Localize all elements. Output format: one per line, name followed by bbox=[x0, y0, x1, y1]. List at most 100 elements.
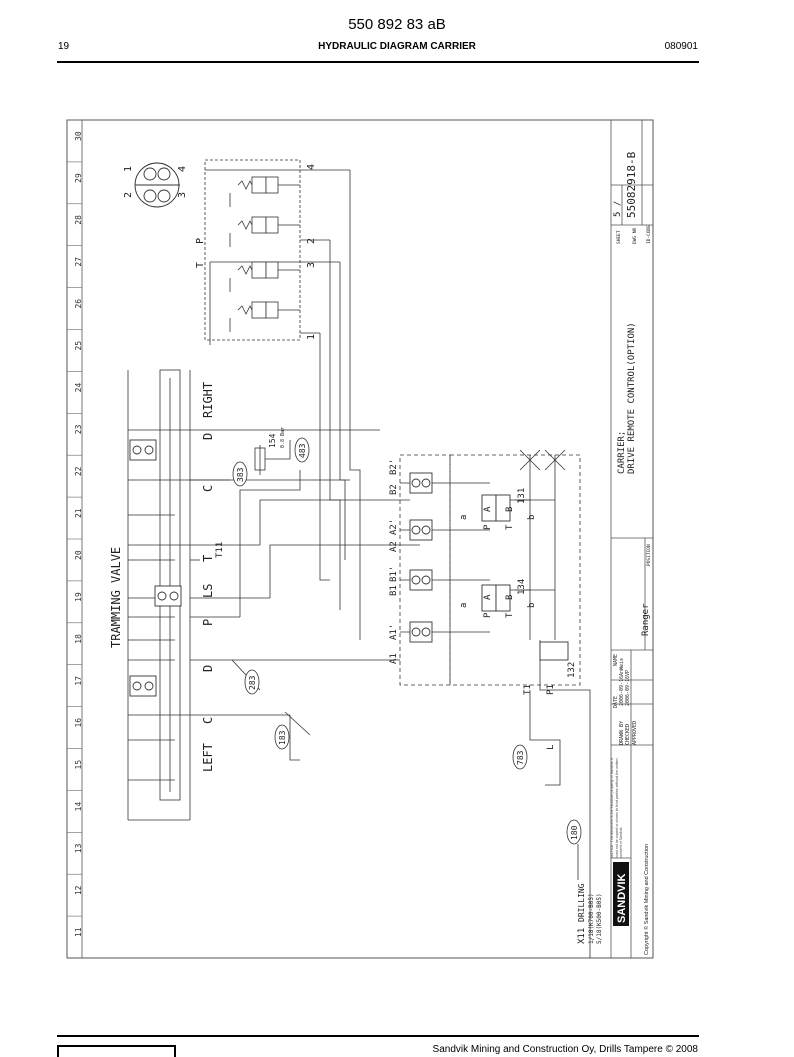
x11-ref-2: 5/18(K500-B05) bbox=[596, 893, 603, 944]
port-a1p: A1' bbox=[389, 624, 399, 640]
balloon-383: 383 bbox=[236, 467, 245, 482]
directional-valves bbox=[481, 494, 569, 661]
grid-number: 22 bbox=[74, 466, 83, 476]
right-label: RIGHT bbox=[201, 382, 215, 418]
copyright-vertical: Copyright © Sandvik Mining and Construct… bbox=[643, 844, 650, 955]
grid-number: 27 bbox=[74, 257, 83, 267]
grid-number: 21 bbox=[74, 508, 83, 518]
hose-balloons bbox=[232, 437, 582, 845]
port-b1p: B1' bbox=[389, 566, 399, 582]
grid-number: 13 bbox=[74, 843, 83, 853]
col-date: DATE bbox=[613, 696, 619, 708]
valve-154-note: 0.8 Bar bbox=[280, 427, 286, 448]
grid-number: 18 bbox=[74, 634, 83, 644]
sol-a-134: a bbox=[459, 603, 469, 608]
joy-port-2: 2 bbox=[123, 192, 134, 198]
port-b2p: B2' bbox=[389, 459, 399, 475]
model-name: Ranger bbox=[641, 603, 651, 636]
approved-label: APPROVED bbox=[632, 721, 638, 745]
joy-port-1: 1 bbox=[123, 166, 134, 172]
port-t11: T11 bbox=[215, 542, 225, 558]
control-block bbox=[399, 449, 591, 958]
balloon-483: 483 bbox=[298, 443, 307, 458]
port-t: T bbox=[201, 555, 215, 562]
x11-ref-1: 1/18(K700-B05) bbox=[588, 893, 595, 944]
pilot-valve bbox=[229, 176, 300, 207]
port-d-left: D bbox=[201, 665, 215, 672]
dwg-label: DWG NR bbox=[632, 227, 638, 244]
line-check-valves bbox=[409, 472, 433, 643]
checked-name: VP bbox=[625, 670, 631, 676]
sheet-label: SHEET bbox=[616, 230, 622, 244]
notice-text: NOTICE: This document is the exclusive p… bbox=[610, 757, 624, 858]
pilot-port-4: 4 bbox=[306, 164, 317, 170]
dwg-number: 55082918-B bbox=[625, 151, 638, 218]
port-b1: B1 bbox=[389, 585, 399, 596]
grid-number: 28 bbox=[74, 215, 83, 225]
position-label: POSITION bbox=[646, 544, 652, 566]
footer-logo-outline bbox=[57, 1045, 176, 1057]
pilot-valve bbox=[229, 216, 300, 247]
sol-A-131: A bbox=[483, 506, 493, 512]
drilling-label: DRILLING bbox=[577, 883, 586, 922]
pilot-port-t: T bbox=[195, 262, 206, 268]
port-c-left: C bbox=[201, 717, 215, 724]
checked-label: CHECKED bbox=[625, 724, 631, 745]
drawing-description: DRIVE REMOTE CONTROL(OPTION) bbox=[627, 322, 637, 474]
tramming-check-valves bbox=[129, 439, 182, 697]
valve-134: 134 bbox=[517, 579, 527, 595]
grid-number: 17 bbox=[74, 676, 83, 686]
grid-number: 14 bbox=[74, 802, 83, 812]
port-a1: A1 bbox=[389, 653, 399, 664]
sol-P-134: P bbox=[483, 612, 493, 618]
balloon-283: 283 bbox=[248, 675, 257, 690]
notice-box: NOTICE: This document is the exclusive p… bbox=[610, 757, 624, 858]
sol-b-134: b bbox=[527, 603, 537, 608]
sheet-value: 5 / bbox=[613, 201, 623, 217]
sandvik-logo: SANDVIK bbox=[613, 862, 629, 926]
pilot-lines bbox=[319, 170, 361, 640]
port-t1: T1 bbox=[523, 684, 533, 695]
sol-a-131: a bbox=[459, 515, 469, 520]
header-rule bbox=[57, 61, 699, 63]
date-code: 080901 bbox=[664, 41, 698, 52]
pilot-valve bbox=[229, 301, 300, 332]
id-code-label: ID-CODE bbox=[646, 225, 652, 244]
port-a2p: A2' bbox=[389, 519, 399, 535]
valve-131: 131 bbox=[517, 488, 527, 504]
sol-A-134: A bbox=[483, 594, 493, 600]
col-name: NAME bbox=[613, 654, 619, 666]
pilot-connector-symbol bbox=[134, 162, 180, 208]
grid-number: 23 bbox=[74, 424, 83, 434]
sol-b-131: b bbox=[527, 515, 537, 520]
pilot-port-3: 3 bbox=[306, 262, 317, 268]
document-id: 550 892 83 aB bbox=[348, 16, 446, 33]
grid-number: 20 bbox=[74, 550, 83, 560]
joy-port-3: 3 bbox=[177, 192, 188, 198]
tramming-valve bbox=[127, 369, 400, 821]
tramming-valve-title: TRAMMING VALVE bbox=[109, 547, 123, 648]
carrier-label: CARRIER; bbox=[617, 431, 627, 474]
footer-copyright: Sandvik Mining and Construction Oy, Dril… bbox=[432, 1044, 698, 1055]
grid-number: 24 bbox=[74, 383, 83, 393]
drawn-date: 2006-09-16 bbox=[619, 676, 625, 706]
footer-rule bbox=[57, 1035, 699, 1037]
left-label: LEFT bbox=[201, 743, 215, 772]
port-c-right: C bbox=[201, 485, 215, 492]
title-block bbox=[610, 120, 653, 958]
drawn-name: AnWeis bbox=[619, 658, 625, 676]
balloon-183: 183 bbox=[278, 730, 287, 745]
port-a2: A2 bbox=[389, 541, 399, 552]
pilot-port-1: 1 bbox=[306, 334, 317, 340]
grid-number: 30 bbox=[74, 131, 83, 141]
brand-text: SANDVIK bbox=[616, 873, 628, 923]
pilot-port-p: P bbox=[195, 238, 206, 244]
balloon-180: 180 bbox=[570, 825, 579, 840]
valve-154: 154 bbox=[268, 433, 277, 448]
port-p1: P1 bbox=[546, 684, 556, 695]
pilot-port-2: 2 bbox=[306, 238, 317, 244]
grid-number: 11 bbox=[74, 927, 83, 937]
joy-port-4: 4 bbox=[177, 166, 188, 172]
checked-date: 2006-09-16 bbox=[625, 676, 631, 706]
